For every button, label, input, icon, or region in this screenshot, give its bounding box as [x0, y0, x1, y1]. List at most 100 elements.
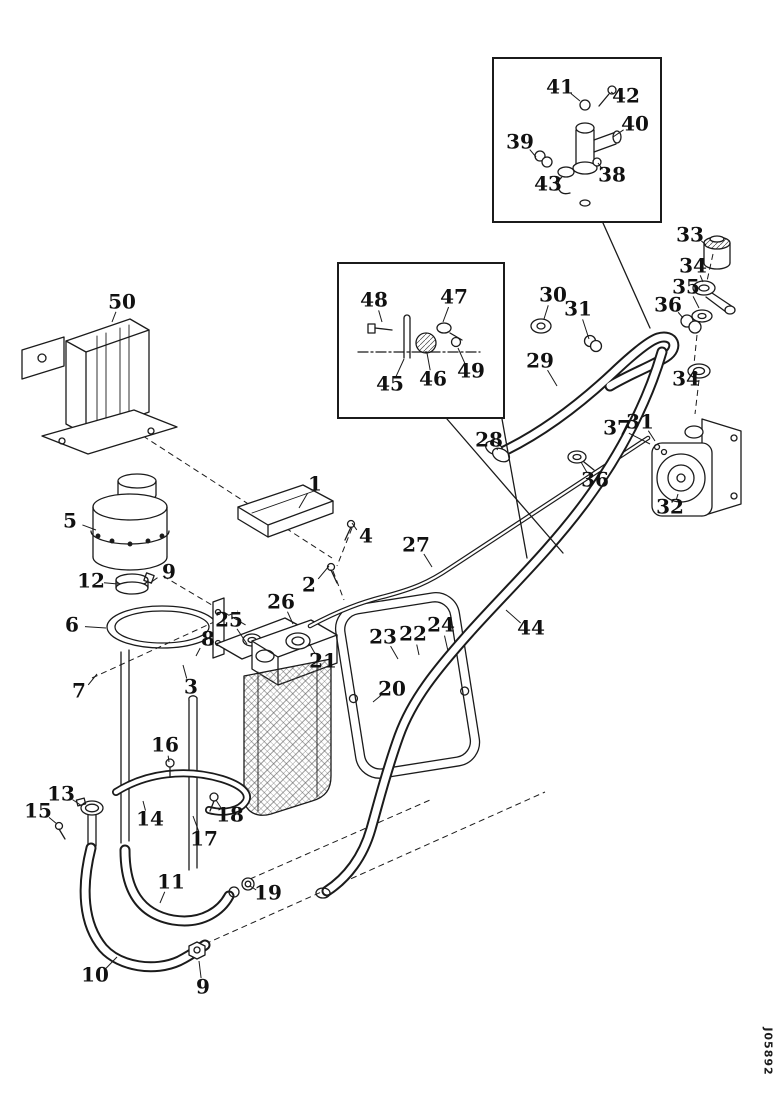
callout-leader-31 — [647, 430, 656, 442]
callout-9: 9 — [162, 560, 176, 584]
callout-27: 27 — [402, 533, 430, 557]
callout-leader-43 — [558, 176, 563, 181]
callout-leader-5 — [82, 524, 97, 531]
callout-leader-42 — [610, 91, 614, 95]
strap-bracket-14 — [112, 758, 251, 816]
callout-leader-26 — [286, 611, 294, 625]
callout-leader-8 — [195, 647, 201, 657]
callout-17: 17 — [190, 827, 218, 851]
callout-39: 39 — [506, 130, 534, 154]
callout-leader-19 — [249, 885, 257, 891]
callout-leader-14 — [142, 800, 146, 811]
callout-leader-46 — [426, 352, 431, 371]
callout-7: 7 — [72, 679, 86, 703]
hose-44 — [315, 346, 668, 899]
callout-6: 6 — [65, 613, 79, 637]
callout-47: 47 — [440, 285, 468, 309]
callout-leader-36 — [580, 461, 588, 474]
callout-leader-31 — [582, 319, 590, 340]
filter-assembly — [215, 617, 338, 816]
callout-1: 1 — [308, 472, 322, 496]
callout-leader-18 — [215, 799, 222, 809]
reservoir — [90, 473, 170, 571]
callout-12: 12 — [77, 569, 105, 593]
callout-leader-37 — [628, 432, 651, 445]
callout-leader-41 — [570, 93, 581, 102]
callout-37: 37 — [603, 416, 631, 440]
callout-3: 3 — [184, 675, 198, 699]
assembly-axis-lines — [91, 112, 714, 945]
callout-2: 2 — [302, 573, 316, 597]
callout-leader-30 — [543, 305, 549, 320]
port-fittings — [484, 235, 736, 471]
callout-22: 22 — [399, 622, 427, 646]
mounting-bracket — [21, 318, 178, 455]
mounting-strap — [334, 592, 481, 779]
callout-34: 34 — [672, 367, 700, 391]
callout-18: 18 — [216, 803, 244, 827]
callout-13: 13 — [47, 782, 75, 806]
callout-21: 21 — [309, 649, 337, 673]
callout-leader-50 — [111, 311, 117, 323]
callout-41: 41 — [546, 75, 574, 99]
callout-leader-11 — [159, 891, 166, 904]
callout-leader-20 — [372, 694, 382, 703]
callout-leader-27 — [423, 553, 433, 568]
callout-leader-40 — [612, 129, 624, 138]
inset-detail-a — [492, 57, 662, 329]
callout-leader-2 — [317, 565, 330, 580]
callout-5: 5 — [63, 509, 77, 533]
bolt-items-2-4 — [326, 519, 356, 584]
callout-46: 46 — [419, 367, 447, 391]
callout-43: 43 — [534, 172, 562, 196]
callout-19: 19 — [254, 881, 282, 905]
callout-leader-44 — [505, 609, 521, 624]
callout-11: 11 — [157, 870, 185, 894]
callout-leader-24 — [444, 635, 449, 652]
callout-leader-34 — [699, 275, 704, 283]
callout-leader-9 — [149, 577, 158, 584]
callout-leader-12 — [103, 582, 119, 585]
callout-36: 36 — [581, 468, 609, 492]
callout-48: 48 — [360, 288, 388, 312]
callout-10: 10 — [81, 963, 109, 987]
callout-30: 30 — [539, 283, 567, 307]
callout-leader-32 — [675, 493, 679, 500]
tee-fitting-detail — [534, 85, 622, 207]
callout-34: 34 — [679, 254, 707, 278]
callout-4: 4 — [359, 524, 373, 548]
inset-detail-b — [337, 262, 564, 559]
callout-14: 14 — [136, 807, 164, 831]
callout-24: 24 — [427, 613, 455, 637]
callout-44: 44 — [517, 616, 545, 640]
callout-leader-23 — [390, 645, 399, 660]
callout-25: 25 — [215, 608, 243, 632]
callout-9: 9 — [196, 975, 210, 999]
callout-29: 29 — [526, 349, 554, 373]
callout-leader-3 — [182, 664, 188, 679]
callout-26: 26 — [267, 590, 295, 614]
drawing-number: J05892 — [761, 1027, 775, 1076]
callout-8: 8 — [201, 627, 215, 651]
callout-leader-49 — [457, 347, 466, 364]
callout-15: 15 — [24, 799, 52, 823]
callout-leader-17 — [192, 815, 200, 832]
hose-11 — [119, 844, 240, 927]
callout-leader-45 — [395, 358, 405, 377]
callout-36: 36 — [654, 293, 682, 317]
callout-20: 20 — [378, 677, 406, 701]
callout-leader-7 — [87, 673, 98, 686]
callout-50: 50 — [108, 290, 136, 314]
callout-leader-38 — [597, 162, 603, 170]
steel-line-27 — [307, 435, 651, 629]
callout-32: 32 — [656, 495, 684, 519]
callout-45: 45 — [376, 372, 404, 396]
callout-leader-35 — [692, 296, 700, 309]
hydraulic-pump — [651, 418, 742, 517]
callout-leader-33 — [701, 240, 707, 246]
callout-leader-47 — [442, 306, 450, 323]
callout-leader-48 — [378, 310, 383, 323]
